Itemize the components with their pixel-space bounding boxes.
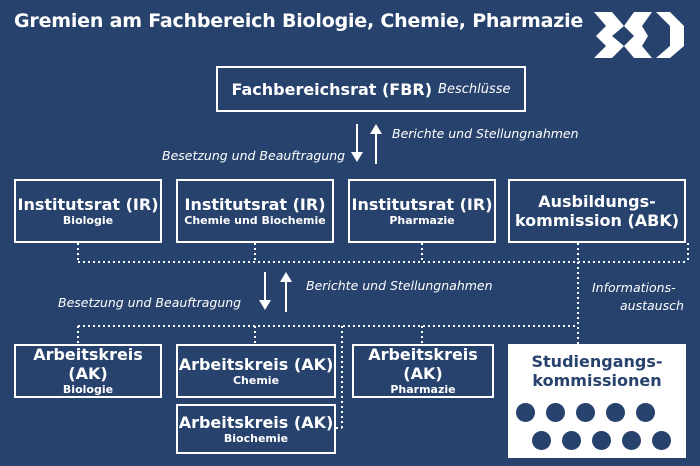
ir-label: Institutsrat (IR) [351, 194, 493, 214]
member-dot [562, 431, 581, 450]
up-arrow-icon [280, 272, 292, 312]
institution-logo [594, 12, 684, 58]
ak-sub-label: Chemie [232, 373, 280, 387]
ir-sub-label: Chemie und Biochemie [184, 213, 326, 227]
arbeitskreis-biologie-box: Arbeitskreis (AK) Biologie [14, 344, 162, 398]
ak-sub-label: Biochemie [223, 431, 289, 445]
institutsrat-biologie-box: Institutsrat (IR) Biologie [14, 179, 162, 243]
ir-sub-label: Pharmazie [389, 213, 455, 227]
info-exchange-line1: Informations- [592, 280, 676, 295]
abk-line2: kommission (ABK) [514, 211, 680, 230]
ak-label: Arbeitskreis (AK) [178, 354, 334, 374]
member-dot [532, 431, 551, 450]
abk-line1: Ausbildungs- [538, 192, 656, 211]
ak-label: Arbeitskreis (AK) [33, 345, 143, 383]
page-title: Gremien am Fachbereich Biologie, Chemie,… [14, 10, 584, 32]
sgk-line1: Studiengangs- [531, 352, 663, 371]
member-dot [652, 431, 671, 450]
arbeitskreis-pharmazie-box: Arbeitskreis (AK) Pharmazie [352, 344, 494, 398]
down-arrow-icon [259, 272, 271, 310]
fbr-note: Beschlüsse [438, 81, 511, 97]
member-dot [516, 403, 535, 422]
sgk-line2: kommissionen [532, 371, 662, 390]
arbeitskreis-biochemie-box: Arbeitskreis (AK) Biochemie [176, 404, 336, 454]
arbeitskreis-chemie-box: Arbeitskreis (AK) Chemie [176, 344, 336, 398]
ak-label: Arbeitskreis (AK) [178, 412, 334, 432]
member-dot [576, 403, 595, 422]
member-dot [606, 403, 625, 422]
institutsrat-pharmazie-box: Institutsrat (IR) Pharmazie [348, 179, 496, 243]
ausbildungskommission-box: Ausbildungs- kommission (ABK) [508, 179, 686, 243]
top-up-label: Berichte und Stellungnahmen [392, 126, 579, 141]
member-dot [592, 431, 611, 450]
member-dot [546, 403, 565, 422]
ir-label: Institutsrat (IR) [17, 194, 159, 214]
ak-sub-label: Pharmazie [390, 383, 456, 396]
member-dot [622, 431, 641, 450]
fbr-label: Fachbereichsrat (FBR) [231, 79, 433, 99]
mid-down-label: Besetzung und Beauftragung [58, 295, 242, 310]
ak-label: Arbeitskreis (AK) [368, 345, 478, 383]
up-arrow-icon [370, 124, 382, 164]
top-down-label: Besetzung und Beauftragung [162, 148, 346, 163]
fachbereichsrat-box: Fachbereichsrat (FBR) Beschlüsse [216, 66, 526, 112]
info-exchange-line2: austausch [620, 298, 684, 313]
ak-sub-label: Biologie [62, 383, 114, 396]
institutsrat-chemie-box: Institutsrat (IR) Chemie und Biochemie [176, 179, 334, 243]
ir-sub-label: Biologie [62, 213, 114, 227]
mid-up-label: Berichte und Stellungnahmen [306, 278, 493, 293]
member-dot [636, 403, 655, 422]
ir-label: Institutsrat (IR) [184, 194, 326, 214]
down-arrow-icon [351, 124, 363, 162]
